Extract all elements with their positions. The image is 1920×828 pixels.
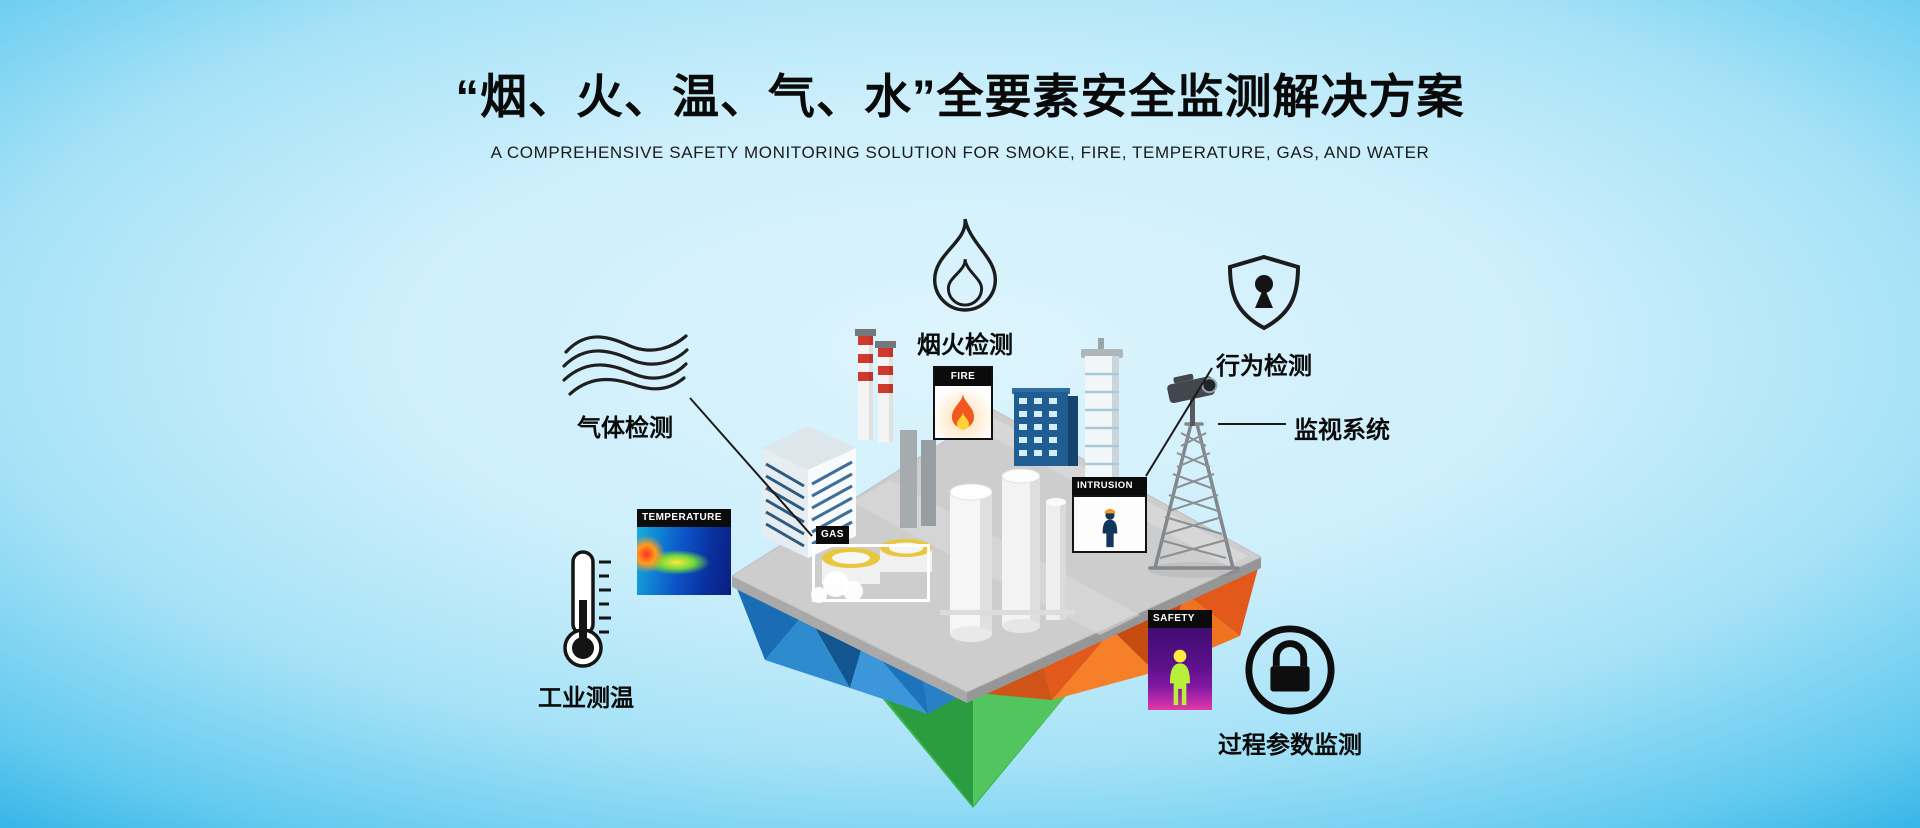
gray-smokestacks <box>900 430 936 528</box>
annotation-gas-detection: 气体检测 <box>556 322 694 443</box>
safety-thermal-image <box>1148 628 1212 710</box>
fire-image <box>935 386 991 438</box>
callout-lines <box>689 367 1286 537</box>
intrusion-chip: INTRUSION <box>1072 477 1147 553</box>
striped-chimneys <box>855 329 896 442</box>
temperature-thermal-image <box>637 527 731 595</box>
page-title: “烟、火、温、气、水”全要素安全监测解决方案 <box>455 70 1465 123</box>
annotation-behavior-detection: 行为检测 <box>1210 254 1318 381</box>
page-subtitle: A COMPREHENSIVE SAFETY MONITORING SOLUTI… <box>490 143 1430 162</box>
gas-waves-icon <box>562 334 689 396</box>
temperature-chip: TEMPERATURE <box>637 509 731 595</box>
safety-chip: SAFETY <box>1148 610 1212 710</box>
annotation-process-parameter-monitoring: 过程参数监测 <box>1215 623 1365 760</box>
annotation-industrial-temperature: 工业测温 <box>536 548 636 713</box>
gas-chip-label: GAS <box>816 526 849 544</box>
shield-keyhole-icon <box>1227 254 1301 331</box>
intrusion-box <box>1072 494 1147 553</box>
gas-detection-box <box>811 544 930 603</box>
temperature-chip-label: TEMPERATURE <box>637 509 731 527</box>
industrial-temperature-label: 工业测温 <box>538 685 634 712</box>
storage-cylinders <box>940 468 1075 642</box>
intrusion-callout-line <box>1145 367 1213 477</box>
fire-chip: FIRE <box>933 366 993 440</box>
flame-outline-icon <box>932 218 998 312</box>
lock-circle-icon <box>1245 625 1335 715</box>
gas-chip: GAS <box>811 526 930 603</box>
smoke-fire-detection-label: 烟火检测 <box>917 332 1013 359</box>
process-parameter-monitoring-label: 过程参数监测 <box>1218 732 1362 759</box>
fire-chip-label: FIRE <box>935 368 991 386</box>
gas-callout-line <box>689 397 813 537</box>
surveillance-system-label: 监视系统 <box>1294 417 1390 444</box>
smoke-puff-icon <box>811 587 827 603</box>
thermal-person-icon <box>1170 649 1190 706</box>
annotation-smoke-fire-detection: 烟火检测 <box>910 213 1020 360</box>
banded-tower <box>1081 338 1123 484</box>
intrusion-chip-label: INTRUSION <box>1072 477 1147 495</box>
worker-icon <box>1102 508 1117 547</box>
gas-detection-label: 气体检测 <box>577 415 673 442</box>
blue-building <box>1012 388 1078 466</box>
thermometer-icon <box>563 550 611 668</box>
banner-header: “烟、火、温、气、水”全要素安全监测解决方案 A COMPREHENSIVE S… <box>0 58 1920 163</box>
safety-chip-label: SAFETY <box>1148 610 1212 628</box>
fire-flame-icon <box>951 391 975 430</box>
behavior-detection-label: 行为检测 <box>1216 353 1312 380</box>
surveillance-tower <box>1148 373 1240 578</box>
smoke-puff-icon <box>843 581 863 601</box>
